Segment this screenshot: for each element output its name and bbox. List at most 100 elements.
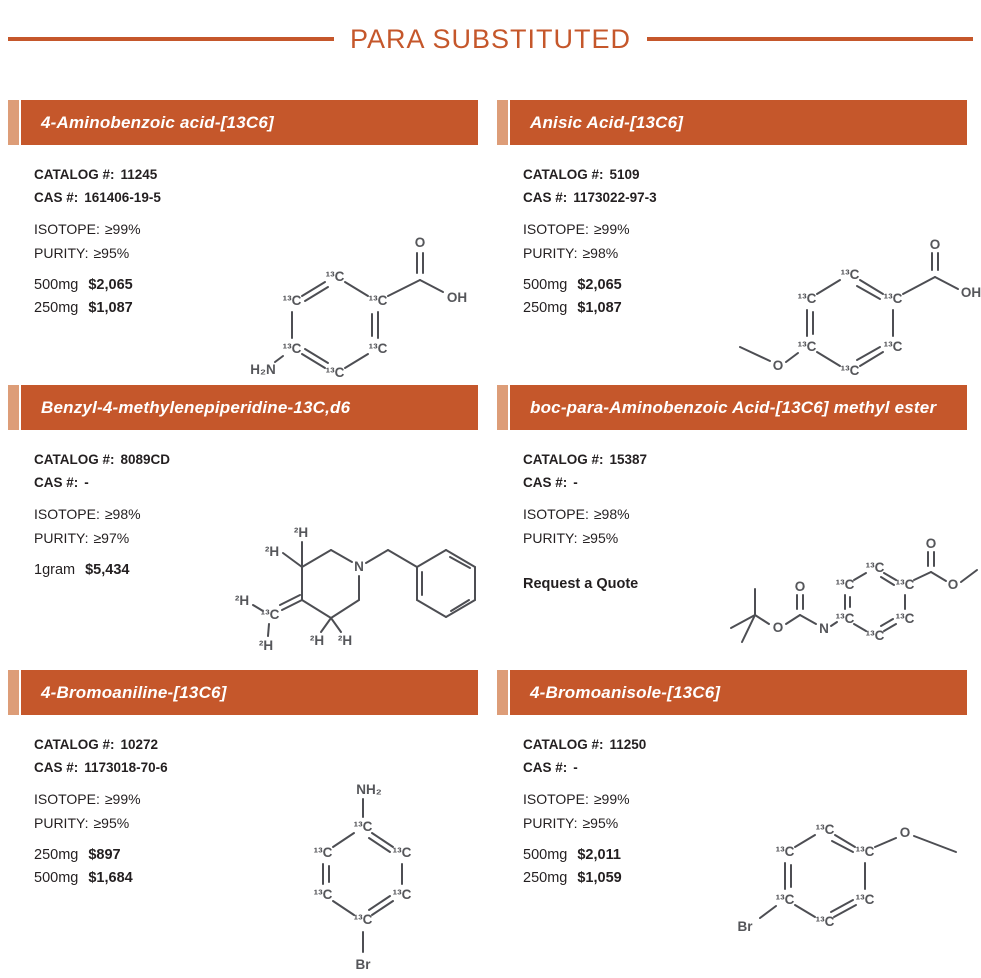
cas-value: 1173018-70-6 <box>84 760 168 775</box>
product-title: 4-Aminobenzoic acid-[13C6] <box>41 112 274 132</box>
bond-line <box>794 834 816 848</box>
atom-label-d2h: ²H <box>338 633 352 648</box>
bond-line <box>830 899 854 913</box>
isotope-value: ≥99% <box>104 221 141 237</box>
cas-value: 161406-19-5 <box>84 190 161 205</box>
bond-line <box>883 623 897 632</box>
purity-row: PURITY:≥98% <box>523 245 967 261</box>
bond-line <box>794 904 816 918</box>
price-block: 500mg$2,011 250mg$1,059 <box>523 847 967 886</box>
request-quote-link[interactable]: Request a Quote <box>523 576 639 592</box>
header-bar: Benzyl-4-methylenepiperidine-13C,d6 <box>21 385 478 430</box>
product-card-grid: 4-Aminobenzoic acid-[13C6] CATALOG #: 112… <box>0 100 981 972</box>
atom-label-oh: OH <box>447 290 467 305</box>
atom-label-o: O <box>773 620 784 635</box>
isotope-row: ISOTOPE:≥98% <box>34 506 478 522</box>
atom-label-c13: ¹³C <box>393 845 412 860</box>
atom-label-br: Br <box>737 919 753 934</box>
header-accent-strip <box>8 385 19 430</box>
purity-value: ≥95% <box>582 815 619 831</box>
isotope-value: ≥98% <box>104 506 141 522</box>
price-amount: $2,065 <box>88 277 133 293</box>
purity-row: PURITY:≥95% <box>523 815 967 831</box>
catalog-row: CATALOG #:15387 <box>523 452 967 467</box>
bond-line <box>799 614 817 625</box>
bond-line <box>856 285 881 300</box>
header-bar: 4-Bromoaniline-[13C6] <box>21 670 478 715</box>
purity-value: ≥95% <box>93 815 130 831</box>
bond-line <box>387 549 418 568</box>
price-size: 1gram <box>34 562 76 578</box>
price-amount: $5,434 <box>85 562 130 578</box>
bond-line <box>368 837 391 853</box>
price-amount: $1,059 <box>577 870 622 886</box>
atom-label-c13: ¹³C <box>776 844 795 859</box>
bond-line <box>874 837 897 848</box>
catalog-value: 15387 <box>609 452 648 467</box>
bond-line <box>880 576 895 586</box>
bond-line <box>304 286 329 302</box>
bond-line <box>741 614 756 643</box>
atom-label-c13: ¹³C <box>836 577 855 592</box>
atom-label-br: Br <box>355 957 371 972</box>
bond-line <box>416 549 447 568</box>
atom-label-c13: ¹³C <box>369 341 388 356</box>
bond-line <box>831 840 854 853</box>
header-bar: 4-Bromoanisole-[13C6] <box>510 670 967 715</box>
product-card-4-aminobenzoic-acid: 4-Aminobenzoic acid-[13C6] CATALOG #:112… <box>8 100 478 380</box>
spec-block: ISOTOPE:≥99% PURITY:≥95% <box>34 221 478 261</box>
purity-label: PURITY: <box>523 245 578 261</box>
cas-row: CAS #:- <box>34 475 478 490</box>
atom-label-d2h: ²H <box>235 593 249 608</box>
catalog-value: 5109 <box>609 167 640 182</box>
isotope-label: ISOTOPE: <box>34 221 100 237</box>
isotope-value: ≥99% <box>593 221 630 237</box>
price-size: 500mg <box>523 847 568 863</box>
isotope-value: ≥98% <box>593 506 630 522</box>
catalog-row: CATALOG #: 10272 <box>34 737 478 752</box>
product-card-header: 4-Bromoanisole-[13C6] <box>497 670 967 715</box>
bond-line <box>445 599 476 618</box>
cas-value: 1173022-97-3 <box>573 190 657 205</box>
header-bar: Anisic Acid-[13C6] <box>510 100 967 145</box>
bond-line <box>279 594 301 606</box>
atom-label-o: O <box>795 579 806 594</box>
price-row: 500mg$2,065 <box>523 277 967 293</box>
isotope-label: ISOTOPE: <box>34 791 100 807</box>
atom-label-c13: ¹³C <box>283 341 302 356</box>
atom-label-c13: ¹³C <box>856 892 875 907</box>
price-row: 250mg$1,087 <box>523 300 967 316</box>
catalog-label: CATALOG #: <box>34 737 115 752</box>
atom-label-n: N <box>354 559 364 574</box>
atom-label-c13: ¹³C <box>369 293 388 308</box>
bond-line <box>856 346 881 361</box>
price-row: 1gram $5,434 <box>34 562 478 578</box>
price-row: 500mg$1,684 <box>34 870 478 886</box>
cas-row: CAS #:1173022-97-3 <box>523 190 967 205</box>
bond-line <box>274 355 284 363</box>
bond-line <box>330 617 342 633</box>
price-row: 250mg$1,059 <box>523 870 967 886</box>
atom-label-c13: ¹³C <box>798 291 817 306</box>
bond-line <box>930 571 947 582</box>
catalog-row: CATALOG #:8089CD <box>34 452 478 467</box>
atom-label-oh: OH <box>961 285 981 300</box>
cas-row: CAS #:161406-19-5 <box>34 190 478 205</box>
catalog-value: 11250 <box>609 737 647 752</box>
bond-line <box>853 623 867 632</box>
purity-value: ≥95% <box>93 245 130 261</box>
product-title: 4-Bromoanisole-[13C6] <box>530 682 721 702</box>
bond-line <box>830 621 838 627</box>
isotope-row: ISOTOPE:≥99% <box>523 791 967 807</box>
bond-line <box>332 900 355 916</box>
card-body: CATALOG #:5109 CAS #:1173022-97-3 ISOTOP… <box>497 145 981 378</box>
catalog-value: 10272 <box>120 737 159 752</box>
catalog-label: CATALOG #: <box>523 737 604 752</box>
catalog-value: 8089CD <box>120 452 171 467</box>
card-body: CATALOG #:15387 CAS #:- ISOTOPE:≥98% PUR… <box>497 430 978 643</box>
bond-line <box>282 552 303 568</box>
product-title: boc-para-Aminobenzoic Acid-[13C6] methyl… <box>530 397 937 417</box>
product-card-header: Benzyl-4-methylenepiperidine-13C,d6 <box>8 385 478 430</box>
